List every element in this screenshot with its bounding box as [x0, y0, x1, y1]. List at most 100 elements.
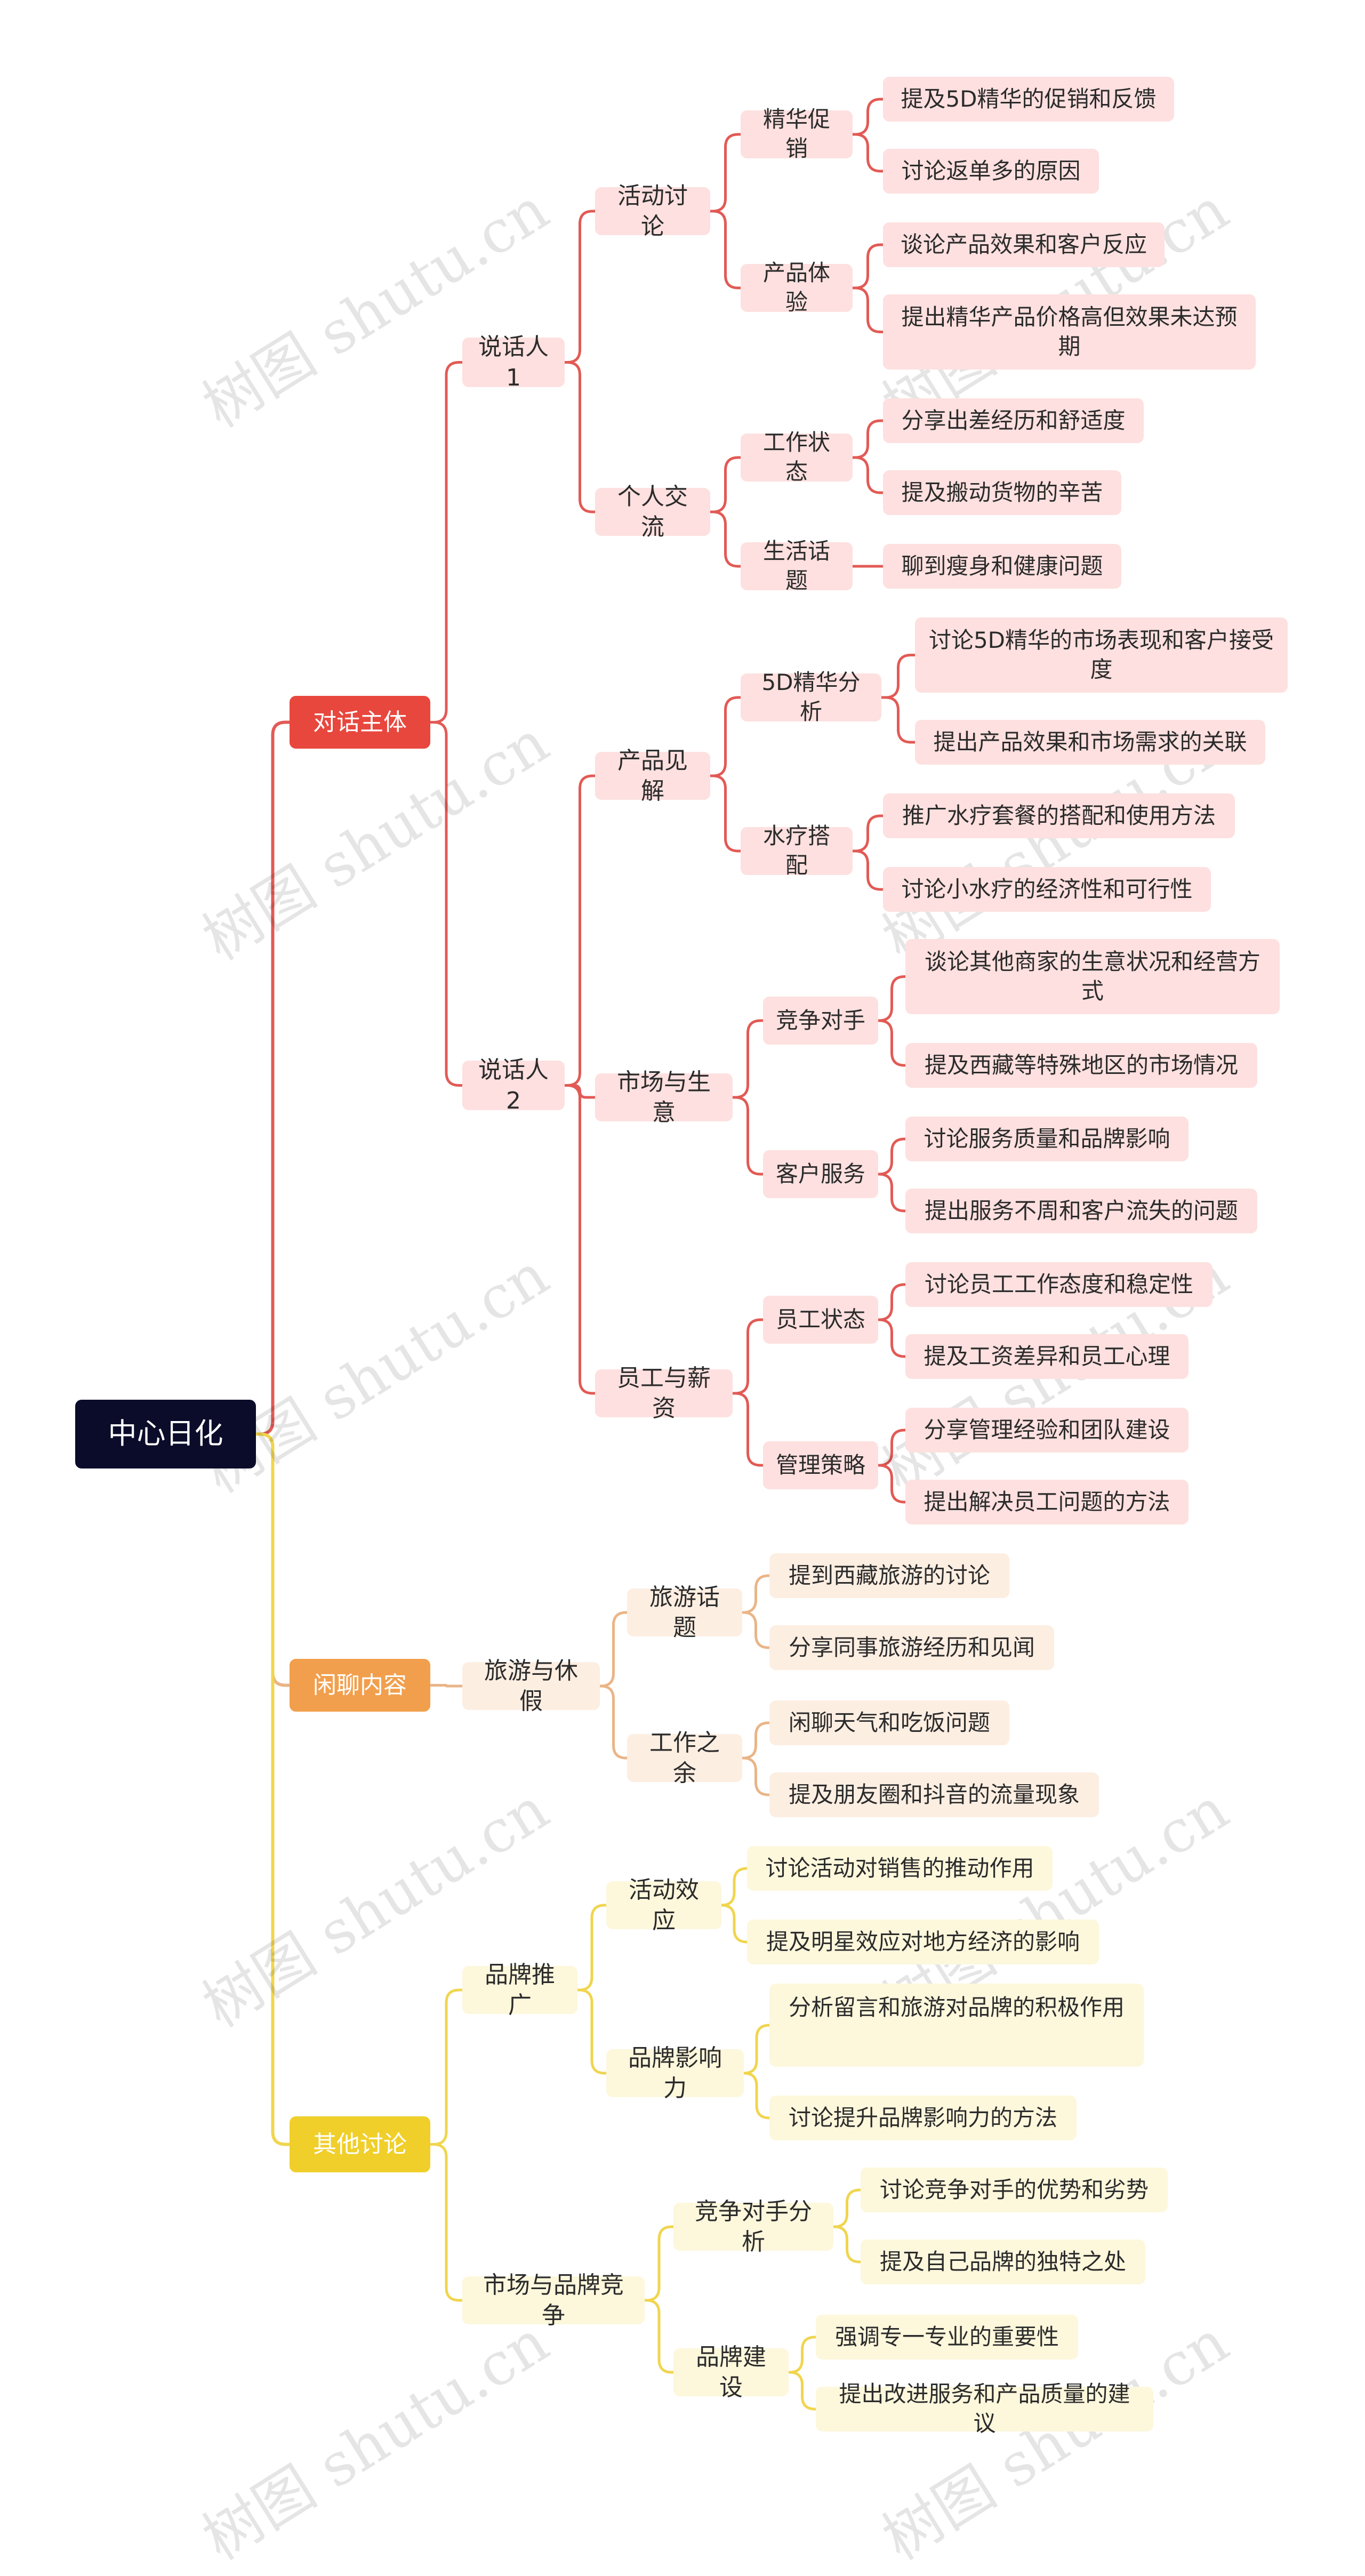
connector-line — [741, 1756, 771, 1796]
topic-node-level-3[interactable]: 品牌影响力 — [606, 2044, 744, 2102]
leaf-node[interactable]: 讨论服务质量和品牌影响 — [905, 1117, 1189, 1161]
leaf-node[interactable]: 提及搬动货物的辛苦 — [883, 470, 1121, 515]
connector-line — [563, 774, 597, 1087]
connector-line — [731, 1096, 765, 1176]
connector-line — [851, 98, 885, 136]
leaf-node[interactable]: 分析留言和旅游对品牌的积极作用 — [769, 1984, 1144, 2067]
leaf-node[interactable]: 提出精华产品价格高但效果未达预期 — [883, 294, 1256, 370]
connector-line — [429, 721, 464, 1087]
connector-line — [877, 1464, 907, 1504]
connector-line — [731, 1318, 765, 1395]
leaf-node[interactable]: 讨论提升品牌影响力的方法 — [769, 2096, 1077, 2140]
connector-line — [851, 419, 885, 459]
topic-node-level-4[interactable]: 客户服务 — [763, 1150, 878, 1198]
leaf-node[interactable]: 分享出差经历和舒适度 — [883, 398, 1144, 443]
connector-line — [851, 243, 885, 290]
leaf-node[interactable]: 提出改进服务和产品质量的建议 — [816, 2381, 1153, 2436]
topic-node-level-3[interactable]: 个人交流 — [595, 483, 710, 541]
topic-node-level-2[interactable]: 市场与品牌竞争 — [462, 2272, 645, 2329]
connector-line — [832, 2225, 862, 2264]
connector-line — [576, 1904, 608, 1992]
topic-node-level-4[interactable]: 工作状态 — [741, 429, 853, 485]
connector-line — [851, 849, 885, 891]
connector-line — [877, 1173, 907, 1213]
leaf-node[interactable]: 提及朋友圈和抖音的流量现象 — [769, 1772, 1099, 1817]
leaf-node[interactable]: 闲聊天气和吃饭问题 — [769, 1700, 1009, 1745]
branch-node[interactable]: 其他讨论 — [290, 2116, 430, 2172]
leaf-node[interactable]: 提及自己品牌的独特之处 — [861, 2240, 1145, 2284]
connector-line — [851, 286, 885, 333]
leaf-node[interactable]: 提到西藏旅游的讨论 — [769, 1553, 1009, 1598]
leaf-node[interactable]: 提出服务不周和客户流失的问题 — [905, 1189, 1257, 1233]
connector-layer — [254, 98, 917, 2411]
topic-node-level-4[interactable]: 管理策略 — [763, 1441, 878, 1489]
leaf-node[interactable]: 提及明星效应对地方经济的影响 — [747, 1920, 1099, 1964]
connector-line — [598, 1684, 629, 1760]
leaf-node[interactable]: 讨论竞争对手的优势和劣势 — [861, 2168, 1168, 2212]
topic-node-level-3[interactable]: 活动讨论 — [595, 182, 710, 240]
leaf-node[interactable]: 讨论活动对销售的推动作用 — [747, 1846, 1053, 1891]
connector-line — [598, 1611, 629, 1688]
topic-node-level-4[interactable]: 产品体验 — [741, 260, 853, 315]
leaf-node[interactable]: 讨论小水疗的经济性和可行性 — [883, 867, 1211, 912]
connector-line — [877, 1429, 907, 1467]
leaf-node[interactable]: 提及5D精华的促销和反馈 — [883, 77, 1174, 122]
topic-node-level-3[interactable]: 工作之余 — [627, 1729, 742, 1787]
leaf-node[interactable]: 聊到瘦身和健康问题 — [883, 544, 1121, 589]
connector-line — [254, 720, 291, 1436]
connector-line — [576, 1988, 608, 2075]
topic-node-level-2[interactable]: 品牌推广 — [462, 1961, 577, 2019]
leaf-node[interactable]: 讨论5D精华的市场表现和客户接受度 — [915, 617, 1288, 693]
branch-node[interactable]: 闲聊内容 — [290, 1659, 430, 1712]
leaf-node[interactable]: 提出产品效果和市场需求的关联 — [915, 720, 1265, 765]
connector-line — [429, 361, 464, 724]
topic-node-level-4[interactable]: 生活话题 — [741, 538, 853, 593]
connector-line — [720, 1867, 749, 1907]
leaf-node[interactable]: 强调专一专业的重要性 — [816, 2315, 1078, 2360]
topic-node-level-3[interactable]: 市场与生意 — [595, 1069, 733, 1126]
topic-node-level-2[interactable]: 旅游与休假 — [462, 1657, 600, 1715]
topic-node-level-3[interactable]: 竞争对手分析 — [673, 2198, 833, 2256]
topic-node-level-4[interactable]: 水疗搭配 — [741, 823, 853, 878]
leaf-node[interactable]: 谈论产品效果和客户反应 — [883, 222, 1165, 267]
topic-node-level-3[interactable]: 活动效应 — [606, 1876, 721, 1934]
topic-node-level-4[interactable]: 5D精华分析 — [741, 669, 881, 725]
connector-line — [741, 1721, 771, 1760]
topic-node-level-4[interactable]: 员工状态 — [763, 1296, 878, 1344]
topic-node-level-4[interactable]: 竞争对手 — [763, 997, 878, 1045]
topic-node-level-4[interactable]: 精华促销 — [741, 106, 853, 162]
connector-line — [880, 654, 917, 699]
connector-line — [731, 1392, 765, 1467]
connector-line — [877, 975, 907, 1022]
connector-line — [563, 1084, 597, 1395]
topic-node-level-3[interactable]: 员工与薪资 — [595, 1365, 733, 1422]
topic-node-level-3[interactable]: 旅游话题 — [627, 1584, 742, 1641]
branch-node[interactable]: 对话主体 — [290, 696, 430, 749]
leaf-node[interactable]: 提及工资差异和员工心理 — [905, 1334, 1189, 1379]
connector-line — [709, 696, 742, 777]
topic-node-level-3[interactable]: 产品见解 — [595, 747, 710, 805]
leaf-node[interactable]: 提及西藏等特殊地区的市场情况 — [905, 1043, 1257, 1088]
topic-node-level-2[interactable]: 说话人1 — [462, 333, 565, 391]
root-node[interactable]: 中心日化 — [75, 1400, 256, 1468]
leaf-node[interactable]: 分享同事旅游经历和见闻 — [769, 1625, 1054, 1670]
leaf-node[interactable]: 提出解决员工问题的方法 — [905, 1480, 1189, 1524]
connector-line — [742, 2072, 771, 2120]
connector-line — [709, 510, 742, 568]
leaf-node[interactable]: 推广水疗套餐的搭配和使用方法 — [883, 793, 1235, 838]
connector-line — [709, 774, 742, 853]
leaf-node[interactable]: 讨论返单多的原因 — [883, 149, 1099, 194]
connector-line — [429, 1684, 464, 1688]
connector-line — [709, 210, 742, 290]
topic-node-level-3[interactable]: 品牌建设 — [673, 2344, 789, 2401]
connector-line — [709, 456, 742, 513]
topic-node-level-2[interactable]: 说话人2 — [462, 1056, 565, 1114]
connector-line — [731, 1019, 765, 1099]
leaf-node[interactable]: 讨论员工工作态度和稳定性 — [905, 1262, 1213, 1307]
connector-line — [742, 2024, 771, 2075]
connector-line — [832, 2188, 862, 2228]
connector-line — [429, 1988, 464, 2146]
leaf-node[interactable]: 谈论其他商家的生意状况和经营方式 — [905, 939, 1280, 1014]
leaf-node[interactable]: 分享管理经验和团队建设 — [905, 1408, 1189, 1452]
